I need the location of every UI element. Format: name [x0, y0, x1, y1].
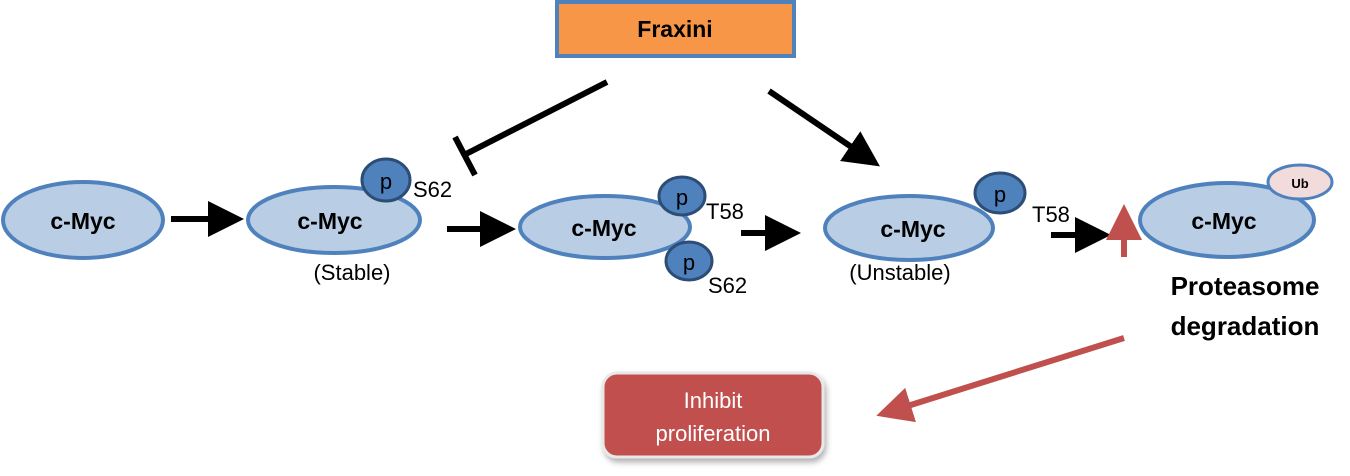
drug-label: Fraxini: [637, 16, 712, 42]
ubiquitin-label: Ub: [1291, 176, 1308, 191]
protein-c-myc-3: [518, 194, 692, 260]
activation-arrow: [767, 88, 880, 167]
phospho-circle-3-top: [657, 175, 707, 217]
protein-c-myc-1: [1, 180, 165, 260]
site-label-s62-3: S62: [708, 273, 747, 298]
protein-4-label: c-Myc: [880, 216, 945, 242]
outcome-label-line1: Inhibit: [684, 388, 743, 413]
phospho-circle-4: [973, 171, 1027, 215]
site-label-s62: S62: [413, 177, 452, 202]
phospho-label-3-top: p: [676, 185, 688, 210]
protein-c-myc-5: [1138, 181, 1316, 259]
outcome-label-line2: proliferation: [656, 421, 771, 446]
phospho-label-4: p: [994, 182, 1006, 207]
inhibition-bar: [452, 135, 478, 177]
inhibition-line: [462, 79, 609, 158]
drug-box: [555, 0, 796, 58]
protein-5-label: c-Myc: [1191, 208, 1256, 234]
degradation-label-line1: Proteasome: [1171, 271, 1320, 301]
site-label-t58-4: T58: [1032, 202, 1070, 227]
phospho-label-2: p: [380, 169, 392, 194]
protein-c-myc-2: [246, 185, 422, 255]
protein-1-label: c-Myc: [50, 208, 115, 234]
protein-c-myc-4: [823, 194, 995, 262]
state-label-unstable: (Unstable): [849, 260, 950, 285]
phospho-circle-3-bottom: [664, 240, 714, 282]
outcome-arrow: [876, 335, 1125, 423]
protein-3-label: c-Myc: [571, 215, 636, 241]
phospho-circle-2: [360, 157, 412, 203]
degradation-label-line2: degradation: [1171, 311, 1320, 341]
protein-2-label: c-Myc: [297, 208, 362, 234]
ubiquitin-tag: [1266, 163, 1334, 201]
site-label-t58-3: T58: [706, 199, 744, 224]
phospho-label-3-bottom: p: [683, 250, 695, 275]
state-label-stable: (Stable): [313, 260, 390, 285]
outcome-box: [601, 371, 825, 459]
